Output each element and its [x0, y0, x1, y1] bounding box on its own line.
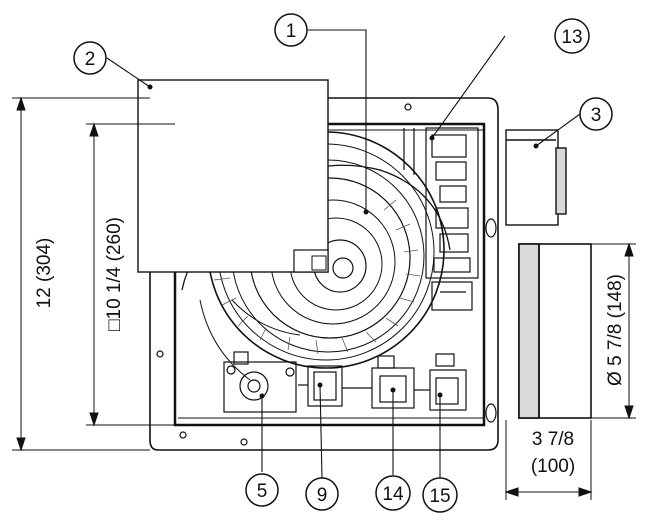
dim-duct-diameter: Ø 5 7/8 (148) [605, 274, 626, 386]
housing-box [173, 122, 486, 427]
callout-9-label: 9 [317, 485, 328, 506]
callout-5: 5 [245, 473, 279, 507]
callout-5-label: 5 [257, 481, 268, 502]
dim-duct-length-line2: (100) [531, 456, 575, 477]
callout-14-label: 14 [382, 484, 404, 505]
dim-opening-height: □10 1/4 (260) [104, 217, 125, 331]
callout-9: 9 [305, 477, 339, 511]
flange-screw-holes [156, 103, 497, 446]
leader-dots [147, 84, 539, 399]
callout-13: 13 [554, 18, 590, 54]
dim-duct-length-line1: 3 7/8 [532, 429, 574, 450]
round-duct [518, 243, 592, 419]
callout-2-label: 2 [85, 49, 96, 70]
dim-overall-height: 12 (304) [34, 238, 55, 309]
callout-1: 1 [274, 13, 308, 47]
callout-1-label: 1 [286, 21, 297, 42]
callout-15: 15 [422, 477, 458, 513]
callout-14: 14 [375, 475, 411, 511]
callout-3: 3 [579, 97, 613, 131]
callout-3-label: 3 [591, 105, 602, 126]
duct-collar [505, 129, 567, 226]
callout-2: 2 [73, 41, 107, 75]
cover-plate [137, 79, 329, 273]
leader-lines [106, 29, 581, 479]
callout-13-label: 13 [561, 27, 582, 48]
electrical-strip [403, 127, 479, 311]
dimension-lines [12, 96, 636, 500]
callout-15-label: 15 [429, 486, 450, 507]
